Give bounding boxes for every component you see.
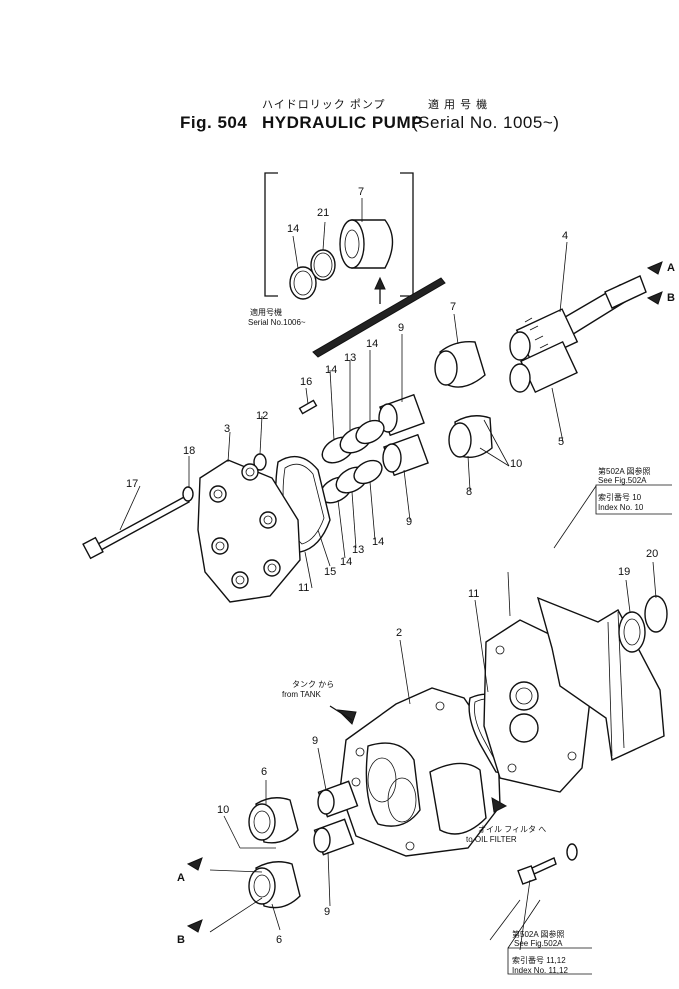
callout-18: 18 xyxy=(183,445,196,457)
lower-bushings-6 xyxy=(248,797,301,909)
ref1-see: See Fig.502A xyxy=(598,476,647,485)
port-a-label: A xyxy=(667,262,675,274)
callout-19: 19 xyxy=(618,566,631,578)
callout-14: 14 xyxy=(366,338,379,350)
callout-13: 13 xyxy=(352,544,365,556)
ref1-index-jp: 索引番号 10 xyxy=(598,493,642,502)
ref-box-1 xyxy=(595,484,672,515)
bearings-9 xyxy=(378,393,429,477)
mounting-flange xyxy=(483,596,665,793)
ref1-jp: 第502A 図参照 xyxy=(598,467,651,476)
pump-body-2 xyxy=(339,687,501,857)
pin-16 xyxy=(298,399,318,415)
callout-20: 20 xyxy=(646,548,659,560)
mounting-bolt xyxy=(517,843,578,885)
callout-9: 9 xyxy=(312,735,319,747)
bearing-19 xyxy=(618,611,646,653)
callout-10: 10 xyxy=(510,458,523,470)
port-b-label-lower: B xyxy=(177,934,185,946)
callout-6: 6 xyxy=(261,766,268,778)
leader-lines xyxy=(119,198,657,951)
seal-rings xyxy=(319,419,385,504)
inset-bracket-left xyxy=(264,172,278,297)
title-jp-applicable: 適 用 号 機 xyxy=(428,99,489,111)
callout-11: 11 xyxy=(298,582,310,594)
callout-11: 11 xyxy=(468,588,480,600)
drive-shaft-gear xyxy=(509,275,647,394)
ref-box-2 xyxy=(507,947,592,975)
inset-jp-label: 適用号機 xyxy=(250,308,282,317)
ref2-index: Index No. 11,12 xyxy=(512,966,568,975)
flow-arrows xyxy=(186,261,663,933)
from-tank-label: from TANK xyxy=(282,690,321,699)
ref1-index: Index No. 10 xyxy=(598,503,644,512)
callout-9: 9 xyxy=(398,322,405,334)
callout-9: 9 xyxy=(324,906,331,918)
ref2-index-jp: 索引番号 11,12 xyxy=(512,956,566,965)
callout-7: 7 xyxy=(358,186,365,198)
from-tank-jp: タンク から xyxy=(292,680,335,689)
callout-21: 21 xyxy=(317,207,330,219)
callout-14: 14 xyxy=(340,556,353,568)
callout-17: 17 xyxy=(126,478,139,490)
callout-8: 8 xyxy=(466,486,473,498)
callout-6: 6 xyxy=(276,934,283,946)
callout-4: 4 xyxy=(562,230,569,242)
figure-title: HYDRAULIC PUMP xyxy=(262,113,423,132)
callout-9: 9 xyxy=(406,516,413,528)
callout-7: 7 xyxy=(450,301,457,313)
inset-serial-label: Serial No.1006~ xyxy=(248,318,306,327)
ref2-see: See Fig.502A xyxy=(514,939,563,948)
port-b-label: B xyxy=(667,292,675,304)
callout-2: 2 xyxy=(396,627,403,639)
callout-14: 14 xyxy=(287,223,300,235)
figure-number: Fig. 504 xyxy=(180,113,248,132)
end-cover-3 xyxy=(197,459,301,603)
callout-13: 13 xyxy=(344,352,357,364)
inset-parts xyxy=(289,219,394,300)
callout-14: 14 xyxy=(325,364,338,376)
inset-bracket-right xyxy=(400,172,414,297)
callout-16: 16 xyxy=(300,376,313,388)
to-filter-jp: オイル フィルタ へ xyxy=(478,825,547,834)
separator-bar xyxy=(312,277,446,358)
callout-14: 14 xyxy=(372,536,385,548)
callout-12: 12 xyxy=(256,410,269,422)
callout-3: 3 xyxy=(224,423,231,435)
figure-serial: (Serial No. 1005~) xyxy=(412,113,560,132)
bushings-7-8 xyxy=(434,341,493,458)
bolt-17 xyxy=(82,486,194,560)
snap-ring-20 xyxy=(644,595,668,633)
port-a-label-lower: A xyxy=(177,872,185,884)
ref2-jp: 第502A 図参照 xyxy=(512,930,565,939)
title-jp: ハイドロリック ポンプ xyxy=(262,99,386,111)
to-filter-label: to OIL FILTER xyxy=(466,835,517,844)
callout-5: 5 xyxy=(558,436,565,448)
callout-15: 15 xyxy=(324,566,337,578)
callout-10: 10 xyxy=(217,804,230,816)
